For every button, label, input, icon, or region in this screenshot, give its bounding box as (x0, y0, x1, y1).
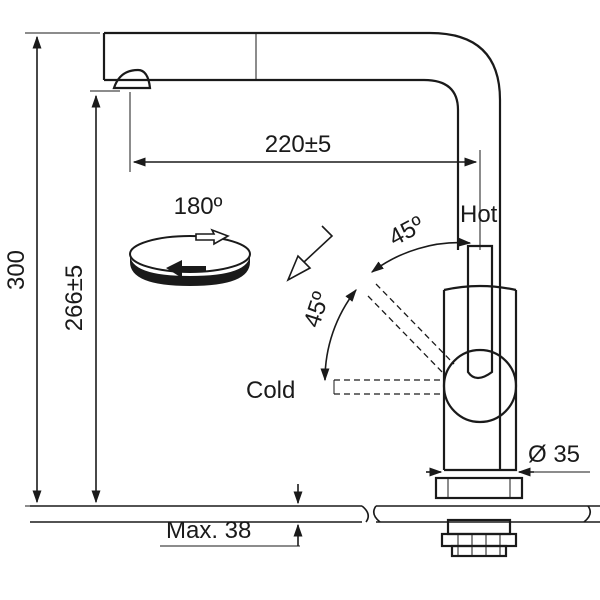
dimension-counter-thickness (160, 484, 303, 547)
hot-angle-label: 45º (384, 211, 428, 252)
swivel-rotation-icon (129, 228, 251, 286)
faucet-outline (102, 31, 524, 558)
dimension-spout-height (90, 90, 120, 504)
cold-angle-label: 45º (299, 288, 336, 330)
handle-direction-arrow (286, 225, 334, 282)
total-height-label: 300 (3, 250, 30, 290)
spout-height-label: 266±5 (61, 265, 88, 332)
reach-label: 220±5 (265, 131, 332, 158)
swivel-angle-label: 180º (174, 193, 223, 220)
handle-ghost-positions (333, 283, 455, 395)
cold-label: Cold (246, 377, 295, 404)
counter-thickness-label: Max. 38 (166, 517, 251, 544)
dimension-total-height (25, 32, 100, 507)
body-diameter-label: Ø 35 (528, 441, 580, 468)
handle-angle-arcs (320, 237, 472, 382)
countertop (30, 505, 600, 523)
hot-label: Hot (460, 201, 498, 228)
dimension-reach (129, 92, 481, 250)
